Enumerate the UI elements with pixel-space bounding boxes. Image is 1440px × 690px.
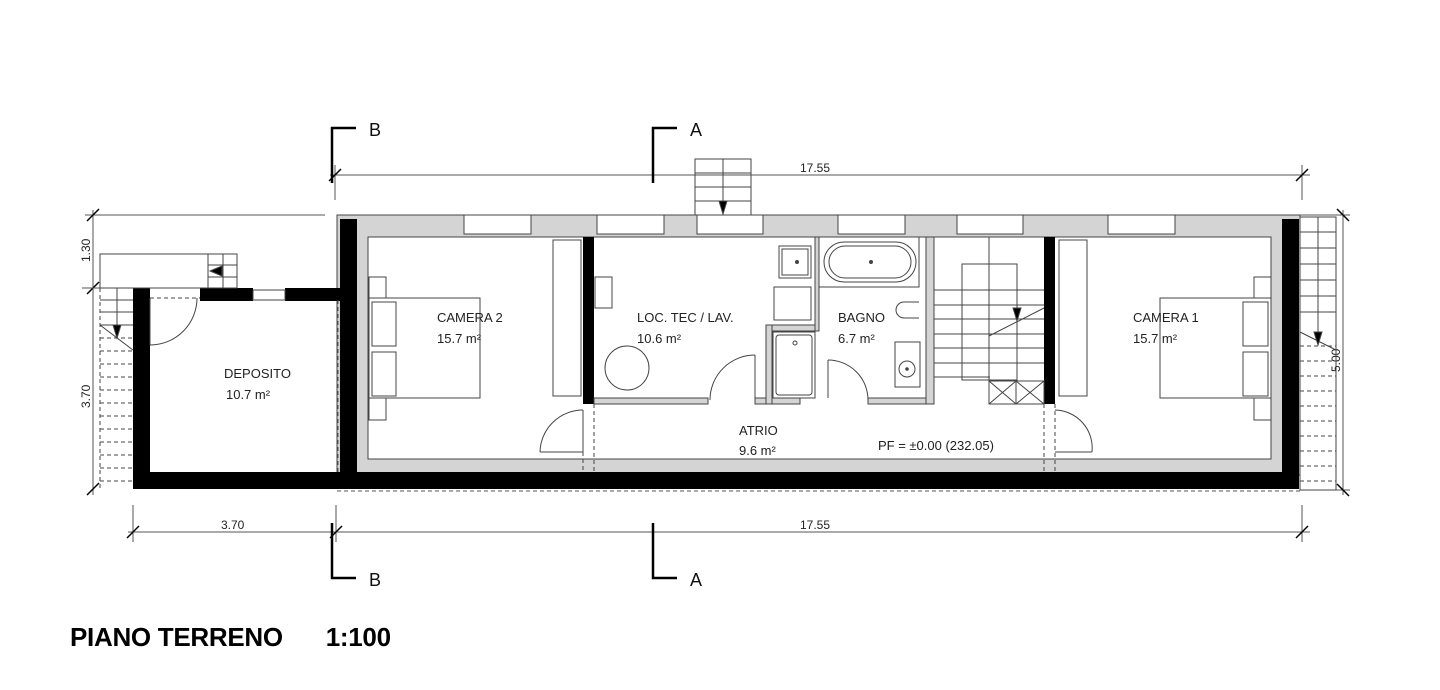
dim-bottom-deposito: 3.70 (221, 518, 245, 532)
room-name-atrio: ATRIO (739, 423, 778, 438)
section-markers (330, 126, 677, 580)
loc-tec-furniture (594, 245, 812, 391)
room-area-camera1: 15.7 m² (1133, 331, 1178, 346)
internal-partitions (593, 236, 935, 405)
right-stairs (1299, 216, 1337, 491)
room-labels: DEPOSITO 10.7 m² CAMERA 2 15.7 m² LOC. T… (224, 310, 1199, 458)
internal-stairs (934, 237, 1045, 405)
deposito-window (252, 289, 286, 301)
deposito-stairs (99, 253, 238, 490)
room-area-bagno: 6.7 m² (838, 331, 876, 346)
dim-left-upper: 1.30 (79, 238, 93, 262)
dim-bottom-length: 17.55 (800, 518, 830, 532)
windows (463, 214, 1176, 235)
room-area-deposito: 10.7 m² (226, 387, 271, 402)
room-area-atrio: 9.6 m² (739, 443, 777, 458)
section-b-bottom: B (369, 570, 381, 590)
dimension-lines (82, 165, 1350, 542)
room-name-camera1: CAMERA 1 (1133, 310, 1199, 325)
camera1-furniture (1058, 239, 1272, 421)
section-a-bottom: A (690, 570, 702, 590)
drawing-title: PIANO TERRENO (70, 622, 283, 652)
drawing-scale: 1:100 (325, 622, 391, 652)
room-name-loc-tec: LOC. TEC / LAV. (637, 310, 734, 325)
camera2-furniture (368, 239, 582, 421)
room-area-loc-tec: 10.6 m² (637, 331, 682, 346)
shower-tray (772, 331, 816, 399)
room-name-camera2: CAMERA 2 (437, 310, 503, 325)
section-b-top: B (369, 120, 381, 140)
bagno-furniture (818, 236, 921, 388)
structural-walls (133, 219, 1299, 489)
inner-doors (709, 354, 869, 401)
room-name-bagno: BAGNO (838, 310, 885, 325)
dim-left-lower: 3.70 (79, 384, 93, 408)
floor-level-label: PF = ±0.00 (232.05) (878, 438, 994, 453)
deposito-door (149, 297, 200, 346)
drawing-title-block: PIANO TERRENO 1:100 (70, 622, 391, 653)
insulation-band (336, 214, 1301, 476)
dim-top-length: 17.55 (800, 161, 830, 175)
room-area-camera2: 15.7 m² (437, 331, 482, 346)
top-entrance-stair (694, 158, 752, 216)
room-name-deposito: DEPOSITO (224, 366, 291, 381)
atrio-doors (539, 404, 1093, 472)
section-a-top: A (690, 120, 702, 140)
